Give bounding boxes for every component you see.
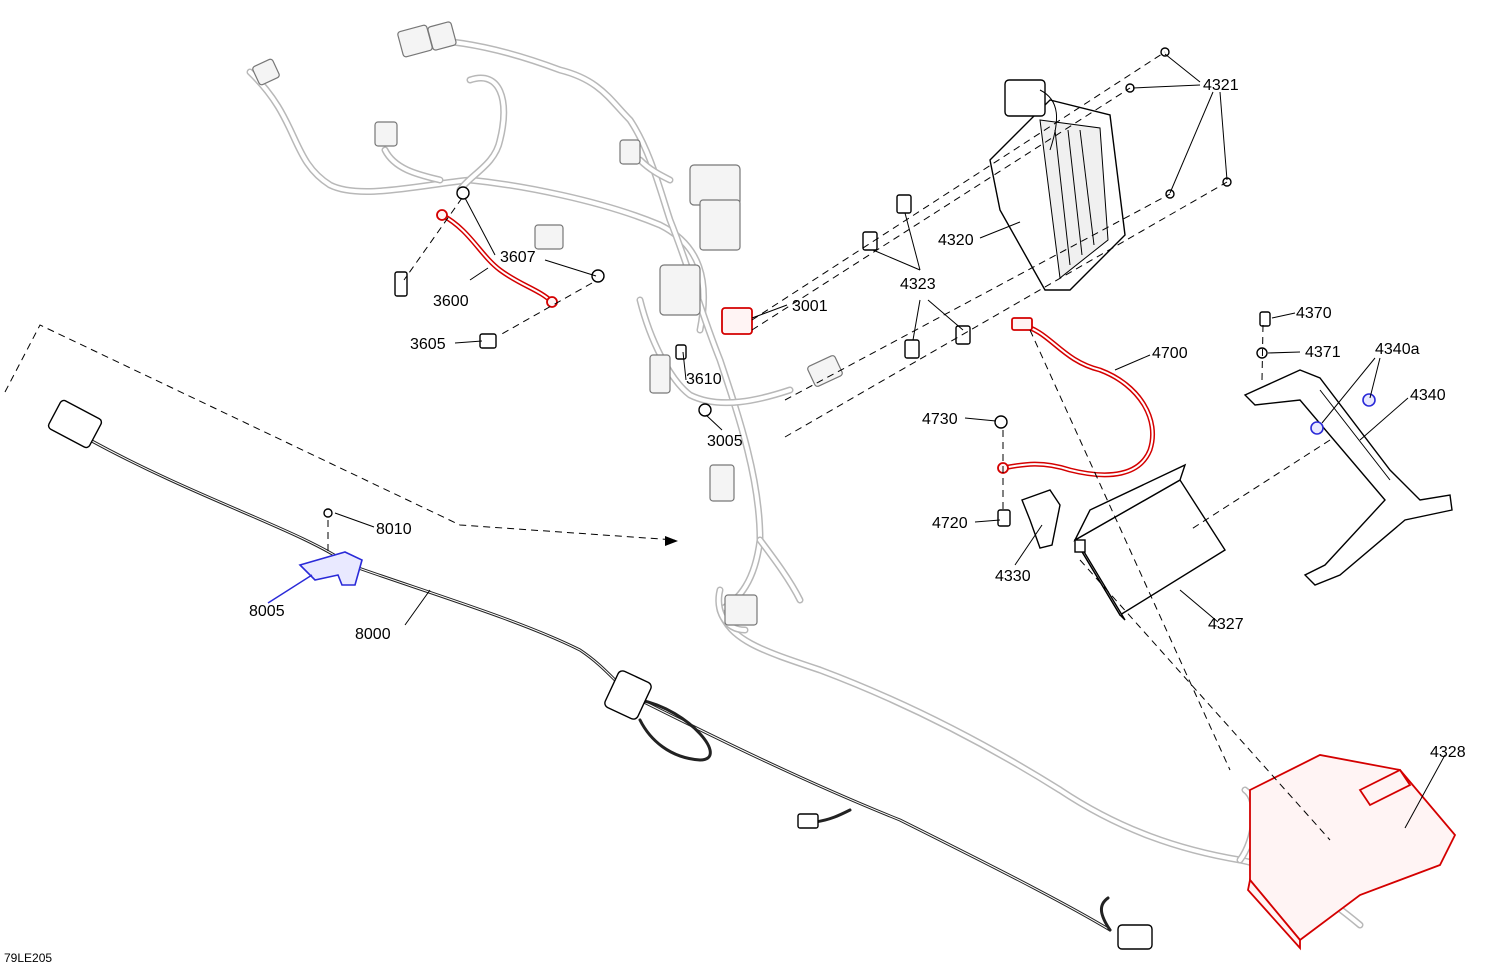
callout-4370: 4370 <box>1296 305 1332 322</box>
terminal-cover-4330 <box>1021 489 1061 549</box>
leader-lines <box>267 53 1446 829</box>
callout-3605: 3605 <box>410 336 446 353</box>
callout-3610: 3610 <box>686 371 722 388</box>
hardware <box>323 47 1271 527</box>
callout-4321: 4321 <box>1203 77 1239 94</box>
arrow-head <box>665 536 678 546</box>
callout-8005: 8005 <box>249 603 285 620</box>
figure-code: 79LE205 <box>4 951 52 965</box>
harness-connectors <box>252 21 843 626</box>
battery-cover-4328 <box>1247 754 1457 951</box>
ground-strap-3600 <box>436 209 558 308</box>
callout-4340a: 4340a <box>1375 341 1420 358</box>
callout-3607: 3607 <box>500 249 536 266</box>
module-4320 <box>989 79 1126 291</box>
callout-3001: 3001 <box>792 298 828 315</box>
callout-3600: 3600 <box>433 293 469 310</box>
callout-4330: 4330 <box>995 568 1031 585</box>
callout-4328: 4328 <box>1430 744 1466 761</box>
connector-3001 <box>721 307 753 335</box>
callout-4327: 4327 <box>1208 616 1244 633</box>
callout-4720: 4720 <box>932 515 968 532</box>
callout-4700: 4700 <box>1152 345 1188 362</box>
sensor-harness-8000 <box>47 399 1153 950</box>
battery-cable-4700 <box>997 317 1156 478</box>
assembly-lines <box>4 51 1331 841</box>
bracket-4340 <box>1243 369 1453 586</box>
callout-4323: 4323 <box>900 276 936 293</box>
callout-4730: 4730 <box>922 411 958 428</box>
callout-8010: 8010 <box>376 521 412 538</box>
battery-4327 <box>1073 463 1226 621</box>
callout-4340: 4340 <box>1410 387 1446 404</box>
callout-8000: 8000 <box>355 626 391 643</box>
callout-4371: 4371 <box>1305 344 1341 361</box>
callout-4320: 4320 <box>938 232 974 249</box>
clip-8005 <box>298 551 363 586</box>
main-wiring-harness <box>246 36 1364 929</box>
callout-3005: 3005 <box>707 433 743 450</box>
